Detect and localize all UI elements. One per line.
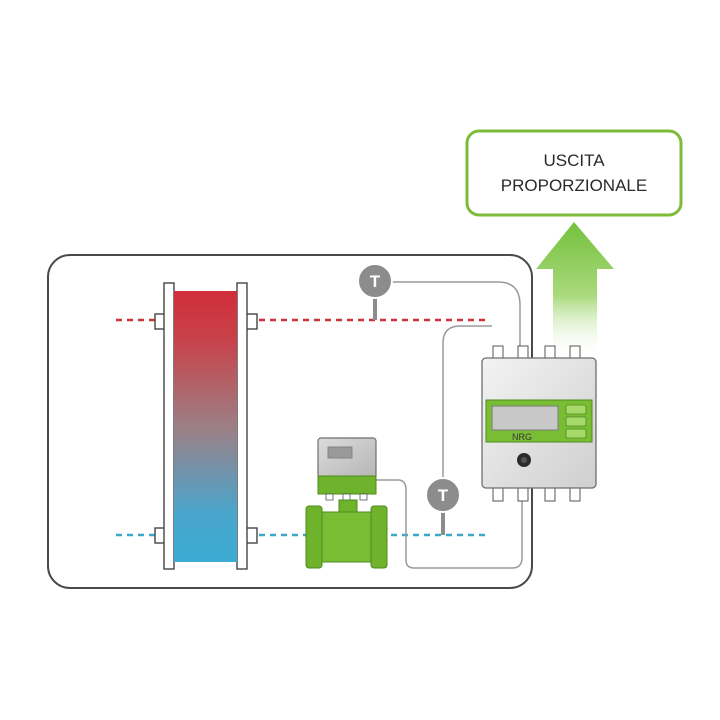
energy-meter: NRG	[481, 345, 597, 502]
meter-button-2[interactable]	[565, 416, 587, 427]
callout-line-1: USCITA	[543, 151, 605, 170]
callout-line-2: PROPORZIONALE	[501, 176, 647, 195]
return-sensor-icon	[425, 477, 461, 513]
circuit-loop	[47, 254, 533, 589]
flowmeter-gland-3	[359, 493, 368, 501]
flowmeter-display	[327, 446, 353, 459]
hx-frame-left	[163, 282, 175, 570]
flowmeter-gland-1	[325, 493, 334, 501]
flowmeter-flange-right	[370, 505, 388, 569]
output-arrow-icon	[536, 222, 614, 356]
callout-border	[465, 129, 683, 217]
flowmeter-cable	[376, 479, 523, 569]
return-sensor-probe	[441, 510, 445, 535]
supply-sensor-probe	[373, 297, 377, 320]
flow-meter	[305, 437, 388, 569]
hx-frame-right	[236, 282, 248, 570]
meter-gland-bottom-4	[569, 486, 581, 502]
meter-gland-bottom-2	[517, 486, 529, 502]
supply-sensor-label: T	[370, 272, 381, 291]
meter-brand-logo: NRG	[512, 432, 532, 442]
flowmeter-green-band	[317, 475, 377, 495]
flowmeter-gland-2	[342, 493, 351, 501]
flowmeter-flange-left	[305, 505, 323, 569]
meter-gland-bottom-3	[544, 486, 556, 502]
return-sensor-label: T	[438, 486, 449, 505]
heat-exchanger	[154, 282, 258, 570]
flowmeter-body	[321, 511, 372, 563]
output-callout: USCITA PROPORZIONALE	[465, 129, 683, 217]
flowmeter-neck	[338, 499, 358, 513]
return-sensor-cable	[442, 325, 492, 480]
return-temperature-sensor: T	[425, 477, 461, 535]
supply-sensor-icon	[357, 263, 393, 299]
supply-sensor-cable	[391, 281, 521, 352]
meter-gland-bottom-1	[492, 486, 504, 502]
meter-display	[491, 405, 559, 431]
supply-temperature-sensor: T	[357, 263, 393, 320]
meter-cable-entry-inner	[521, 457, 527, 463]
meter-button-3[interactable]	[565, 428, 587, 439]
hx-plates	[174, 291, 237, 562]
meter-button-1[interactable]	[565, 404, 587, 415]
